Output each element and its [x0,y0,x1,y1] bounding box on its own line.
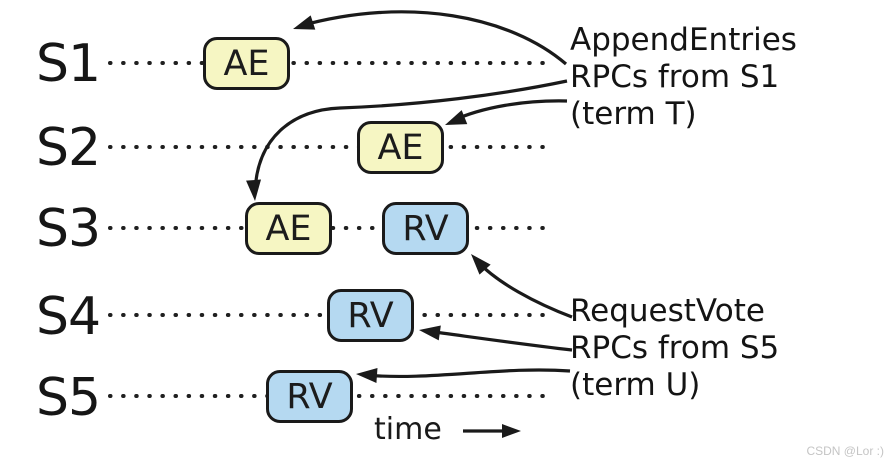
request-vote-note: RequestVote RPCs from S5 (term U) [570,293,880,404]
arrow-to-rv-s3 [471,254,573,319]
request-vote-note-line1: RequestVote [570,293,765,329]
request-vote-note-line3: (term U) [570,367,701,403]
event-box-ae-s3: AE [245,202,332,255]
event-box-rv-s4: RV [327,289,414,342]
event-box-rv-s3: RV [382,202,469,255]
append-entries-note-line2: RPCs from S1 [570,59,780,95]
event-box-ae-s2: AE [357,121,444,174]
server-label-s3: S3 [36,199,101,259]
append-entries-note: AppendEntries RPCs from S1 (term T) [570,22,880,133]
time-arrow-icon [463,424,521,438]
append-entries-note-line1: AppendEntries [570,22,797,58]
server-label-s5: S5 [36,368,101,428]
event-box-ae-s1: AE [203,37,290,90]
arrow-to-rv-s5 [356,367,571,383]
server-label-s1: S1 [36,34,101,94]
server-label-s2: S2 [36,118,101,178]
append-entries-note-line3: (term T) [570,96,697,132]
arrow-to-ae-s3 [246,79,568,201]
event-box-rv-s5: RV [266,370,353,423]
request-vote-note-line2: RPCs from S5 [570,330,780,366]
server-label-s4: S4 [36,287,101,347]
arrow-to-ae-s2 [445,99,568,125]
time-axis-label: time [374,412,442,447]
arrow-to-ae-s1 [293,10,568,66]
arrow-to-rv-s4 [419,325,573,352]
watermark-text: CSDN @Lor :) [806,444,884,458]
